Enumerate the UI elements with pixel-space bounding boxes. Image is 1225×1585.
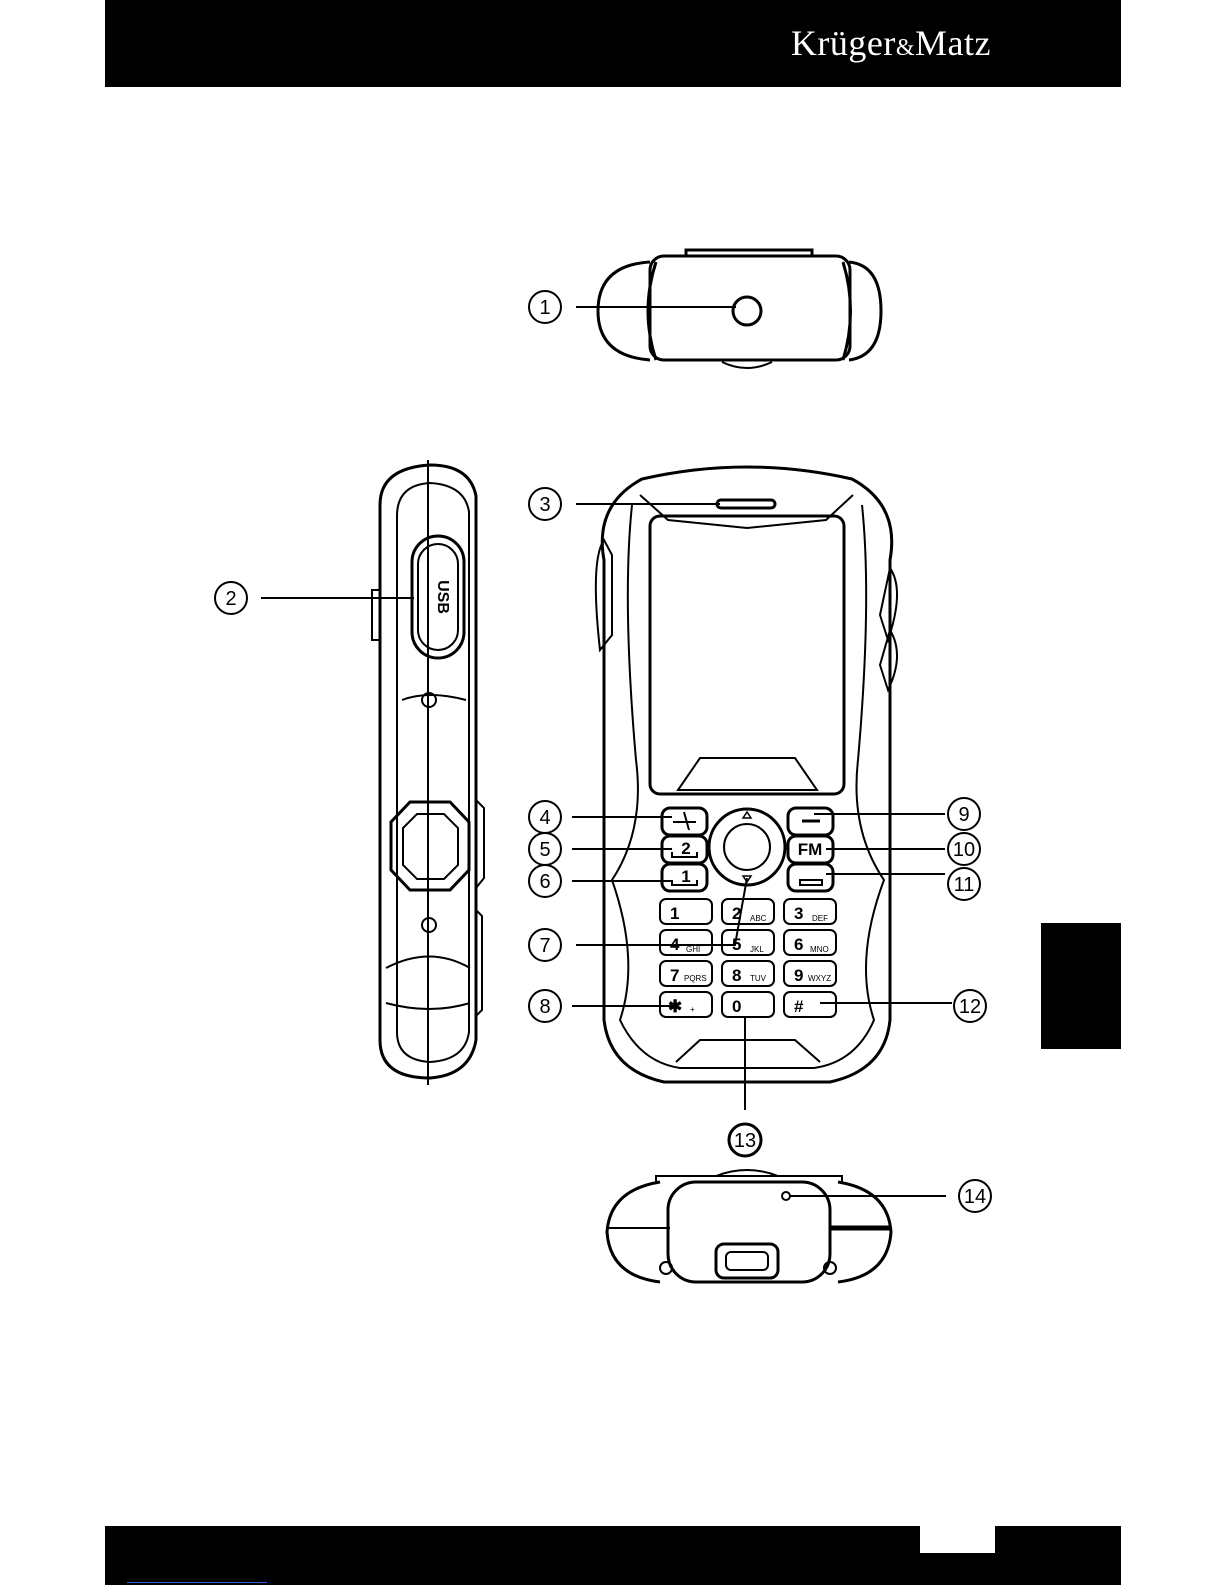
key-0: 0 bbox=[732, 997, 741, 1016]
headphone-jack bbox=[733, 297, 761, 325]
key-9: 9 bbox=[794, 966, 803, 985]
front-view bbox=[596, 467, 897, 1082]
earpiece bbox=[717, 500, 775, 508]
key-3-letters: DEF bbox=[812, 914, 828, 923]
callout-1: 1 bbox=[539, 297, 550, 319]
callout-12: 12 bbox=[959, 996, 981, 1018]
key-8-letters: TUV bbox=[750, 974, 767, 983]
callout-14: 14 bbox=[964, 1186, 986, 1208]
key-2: 2 bbox=[732, 904, 741, 923]
key-3: 3 bbox=[794, 904, 803, 923]
end-call-key bbox=[788, 864, 833, 891]
callout-2: 2 bbox=[225, 588, 236, 610]
side-view bbox=[372, 460, 484, 1085]
display-screen bbox=[650, 516, 844, 794]
key-hash: # bbox=[794, 997, 804, 1016]
key-1: 1 bbox=[670, 904, 679, 923]
key-9-letters: WXYZ bbox=[808, 974, 831, 983]
callout-11: 11 bbox=[954, 874, 975, 896]
key-7: 7 bbox=[670, 966, 679, 985]
nav-pad bbox=[709, 809, 785, 885]
sim2-label: 2 bbox=[681, 839, 690, 858]
bottom-view bbox=[607, 1170, 891, 1282]
callout-8: 8 bbox=[539, 996, 550, 1018]
key-4: 4 bbox=[670, 935, 680, 954]
microphone bbox=[782, 1192, 790, 1200]
key-5-letters: JKL bbox=[750, 945, 764, 954]
key-2-letters: ABC bbox=[750, 914, 767, 923]
top-view bbox=[598, 250, 881, 368]
key-star: ✱ bbox=[668, 997, 682, 1016]
key-5: 5 bbox=[732, 935, 741, 954]
fm-label: FM bbox=[798, 840, 823, 859]
callout-13: 13 bbox=[734, 1130, 756, 1152]
callout-7: 7 bbox=[539, 935, 550, 957]
leader-lines bbox=[261, 307, 952, 1196]
usb-label: USB bbox=[434, 580, 451, 614]
callout-9: 9 bbox=[958, 804, 969, 826]
ok-button bbox=[724, 824, 770, 870]
callout-5: 5 bbox=[539, 839, 550, 861]
key-star-plus: + bbox=[690, 1005, 695, 1014]
sim1-label: 1 bbox=[681, 867, 690, 886]
callout-10: 10 bbox=[953, 839, 975, 861]
key-7-letters: PQRS bbox=[684, 974, 707, 983]
key-6: 6 bbox=[794, 935, 803, 954]
callout-4: 4 bbox=[539, 807, 550, 829]
keypad bbox=[660, 899, 836, 1017]
key-4-letters: GHI bbox=[686, 945, 700, 954]
callout-3: 3 bbox=[539, 494, 550, 516]
key-8: 8 bbox=[732, 966, 741, 985]
callout-6: 6 bbox=[539, 871, 550, 893]
key-6-letters: MNO bbox=[810, 945, 829, 954]
